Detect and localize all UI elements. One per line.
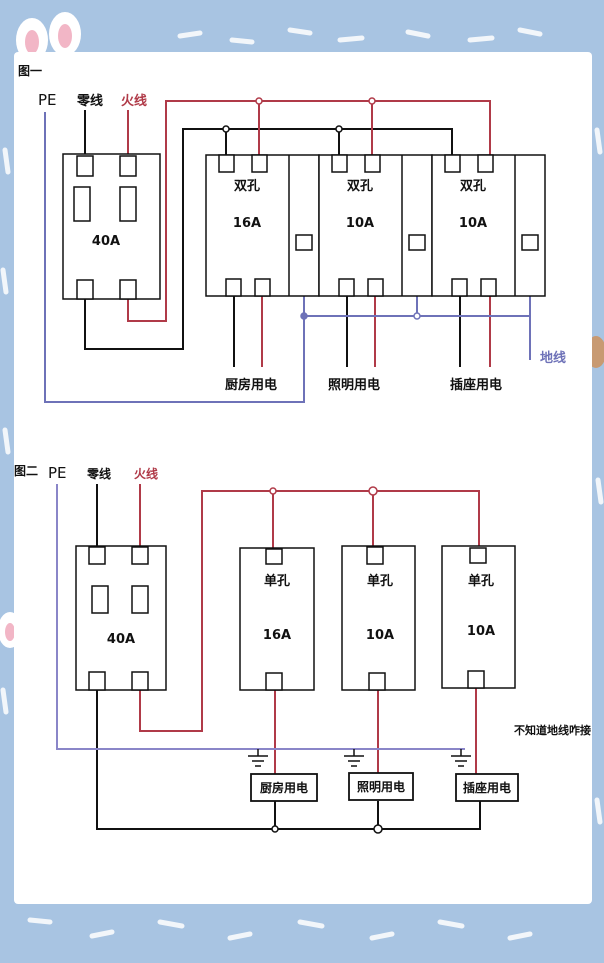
fig1-main-breaker-rating: 40A — [92, 234, 120, 249]
ground-symbols — [248, 749, 471, 767]
fig1-breaker-1-type: 双孔 — [234, 179, 260, 194]
fig2-breaker-2 — [341, 545, 416, 691]
fig2-note: 不知道地线咋接 — [514, 723, 591, 737]
decorative-border — [0, 27, 604, 941]
fig2-title: 图二 — [14, 464, 38, 478]
fig1-circuit-3-label: 插座用电 — [450, 377, 502, 393]
fig1-live-wires — [127, 100, 491, 367]
fig2-circuit-2-label: 照明用电 — [357, 779, 405, 794]
fig1-breaker-2-type: 双孔 — [347, 179, 373, 194]
fig2-main-breaker-rating: 40A — [107, 632, 135, 647]
figure-2: 图二 PE 零线 火线 — [14, 464, 591, 834]
fig1-neutral-wires — [84, 110, 461, 367]
fig1-live-label: 火线 — [121, 93, 147, 109]
fig2-circuit-3-label: 插座用电 — [463, 780, 511, 795]
fig1-neutral-label: 零线 — [76, 93, 103, 109]
fig2-circuit-1-label: 厨房用电 — [260, 780, 308, 795]
fig2-pe-label: PE — [48, 464, 67, 482]
fig2-live-label: 火线 — [134, 466, 158, 481]
fig1-circuit-2-label: 照明用电 — [328, 377, 380, 393]
fig1-breaker-1-rating: 16A — [233, 216, 261, 231]
fig2-main-breaker — [75, 545, 167, 691]
fig1-circuit-1-label: 厨房用电 — [225, 377, 277, 393]
fig1-breaker-3-rating: 10A — [459, 216, 487, 231]
fig2-earth-wires — [56, 484, 465, 750]
fig2-breaker-3 — [441, 545, 516, 689]
fig2-breaker-1 — [239, 547, 315, 691]
figure-1: 图一 PE 零线 火线 — [18, 64, 566, 403]
fig2-breaker-3-type: 单孔 — [468, 573, 494, 589]
fig2-junctions — [269, 486, 383, 834]
fig1-junctions — [222, 97, 421, 320]
fig1-breaker-3-type: 双孔 — [460, 179, 486, 194]
fig2-live-wires — [139, 484, 480, 774]
fig1-breaker-2-rating: 10A — [346, 216, 374, 231]
fig2-neutral-label: 零线 — [86, 466, 111, 481]
fig2-load-boxes — [250, 772, 519, 802]
fig2-breaker-1-type: 单孔 — [264, 573, 290, 589]
fig1-earth-label: 地线 — [540, 350, 566, 366]
fig1-breaker-1 — [205, 154, 320, 297]
fig1-breaker-3 — [431, 154, 546, 297]
fig1-breaker-2 — [318, 154, 433, 297]
fig2-breaker-1-rating: 16A — [263, 628, 291, 643]
fig1-pe-label: PE — [38, 91, 57, 109]
fig2-breaker-2-rating: 10A — [366, 628, 394, 643]
fig2-breaker-3-rating: 10A — [467, 624, 495, 639]
fig1-title: 图一 — [18, 64, 42, 78]
fig1-main-breaker — [62, 153, 161, 300]
fig2-breaker-2-type: 单孔 — [367, 573, 393, 589]
